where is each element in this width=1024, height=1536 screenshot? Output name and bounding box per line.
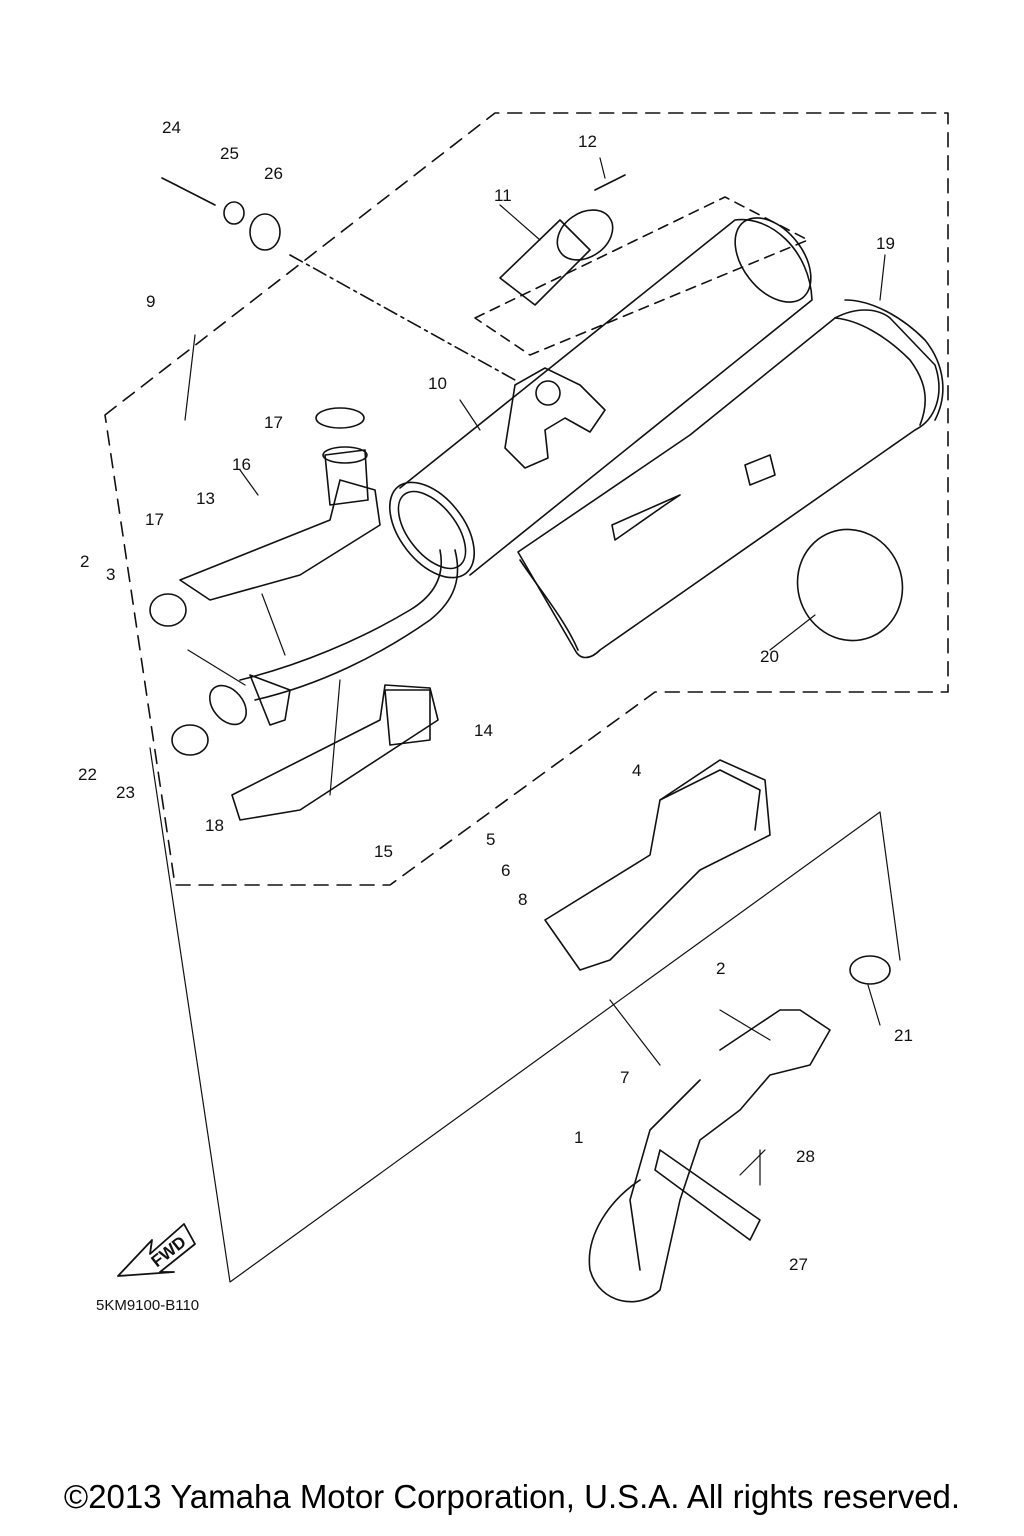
part-label-24: 24 bbox=[162, 118, 181, 137]
part-label-22: 22 bbox=[78, 765, 97, 784]
part-label-6: 6 bbox=[501, 861, 510, 880]
part-label-9: 9 bbox=[146, 292, 155, 311]
part-label-27: 27 bbox=[789, 1255, 808, 1274]
part-label-20: 20 bbox=[760, 647, 779, 666]
part-label-11: 11 bbox=[494, 186, 512, 205]
part-label-21: 21 bbox=[894, 1026, 913, 1045]
part-label-17b: 17 bbox=[145, 510, 164, 529]
bolt-12 bbox=[594, 174, 626, 191]
part-label-1: 1 bbox=[574, 1128, 583, 1147]
part-label-13: 13 bbox=[196, 489, 215, 508]
part-label-8: 8 bbox=[518, 890, 527, 909]
protector-14 bbox=[231, 684, 439, 821]
muffler-body bbox=[388, 217, 813, 579]
copyright-notice: ©2013 Yamaha Motor Corporation, U.S.A. A… bbox=[63, 1478, 961, 1515]
clamp-18 bbox=[171, 724, 209, 756]
part-label-18: 18 bbox=[205, 816, 224, 835]
fwd-arrow-icon bbox=[117, 1223, 196, 1277]
spark-arrester bbox=[499, 209, 614, 306]
part-label-15: 15 bbox=[374, 842, 393, 861]
clamp-17-upper bbox=[315, 407, 365, 429]
part-label-23: 23 bbox=[116, 783, 135, 802]
part-label-26: 26 bbox=[264, 164, 283, 183]
part-label-19: 19 bbox=[876, 234, 895, 253]
part-label-7: 7 bbox=[620, 1068, 629, 1087]
part-label-28: 28 bbox=[796, 1147, 815, 1166]
spark-arrester-boundary bbox=[474, 196, 809, 356]
bolt-24 bbox=[161, 177, 216, 206]
part-label-4: 4 bbox=[632, 761, 641, 780]
part-label-2a: 2 bbox=[80, 552, 89, 571]
clamp-17-lower bbox=[149, 593, 187, 627]
part-label-17a: 17 bbox=[264, 413, 283, 432]
part-label-12: 12 bbox=[578, 132, 597, 151]
exhaust-header-pipe bbox=[588, 1009, 831, 1303]
part-label-5: 5 bbox=[486, 830, 495, 849]
part-label-10: 10 bbox=[428, 374, 447, 393]
diagram-code: 5KM9100-B110 bbox=[96, 1297, 199, 1314]
muffler-cover bbox=[517, 299, 944, 659]
gasket-21 bbox=[849, 955, 891, 985]
grommet-26 bbox=[249, 213, 281, 251]
muffler-assembly-boundary bbox=[104, 112, 949, 886]
protector-13 bbox=[179, 446, 381, 601]
band-20 bbox=[796, 528, 904, 642]
part-label-14: 14 bbox=[474, 721, 493, 740]
part-label-25: 25 bbox=[220, 144, 239, 163]
exhaust-pipe bbox=[208, 549, 459, 726]
part-label-16: 16 bbox=[232, 455, 251, 474]
washer-25 bbox=[223, 201, 245, 225]
part-label-2b: 2 bbox=[716, 959, 725, 978]
heat-protector-4 bbox=[544, 759, 771, 971]
part-label-3: 3 bbox=[106, 565, 115, 584]
part-number-labels: 1 2 2 3 4 5 6 7 8 9 10 11 12 13 14 15 16… bbox=[78, 118, 913, 1274]
